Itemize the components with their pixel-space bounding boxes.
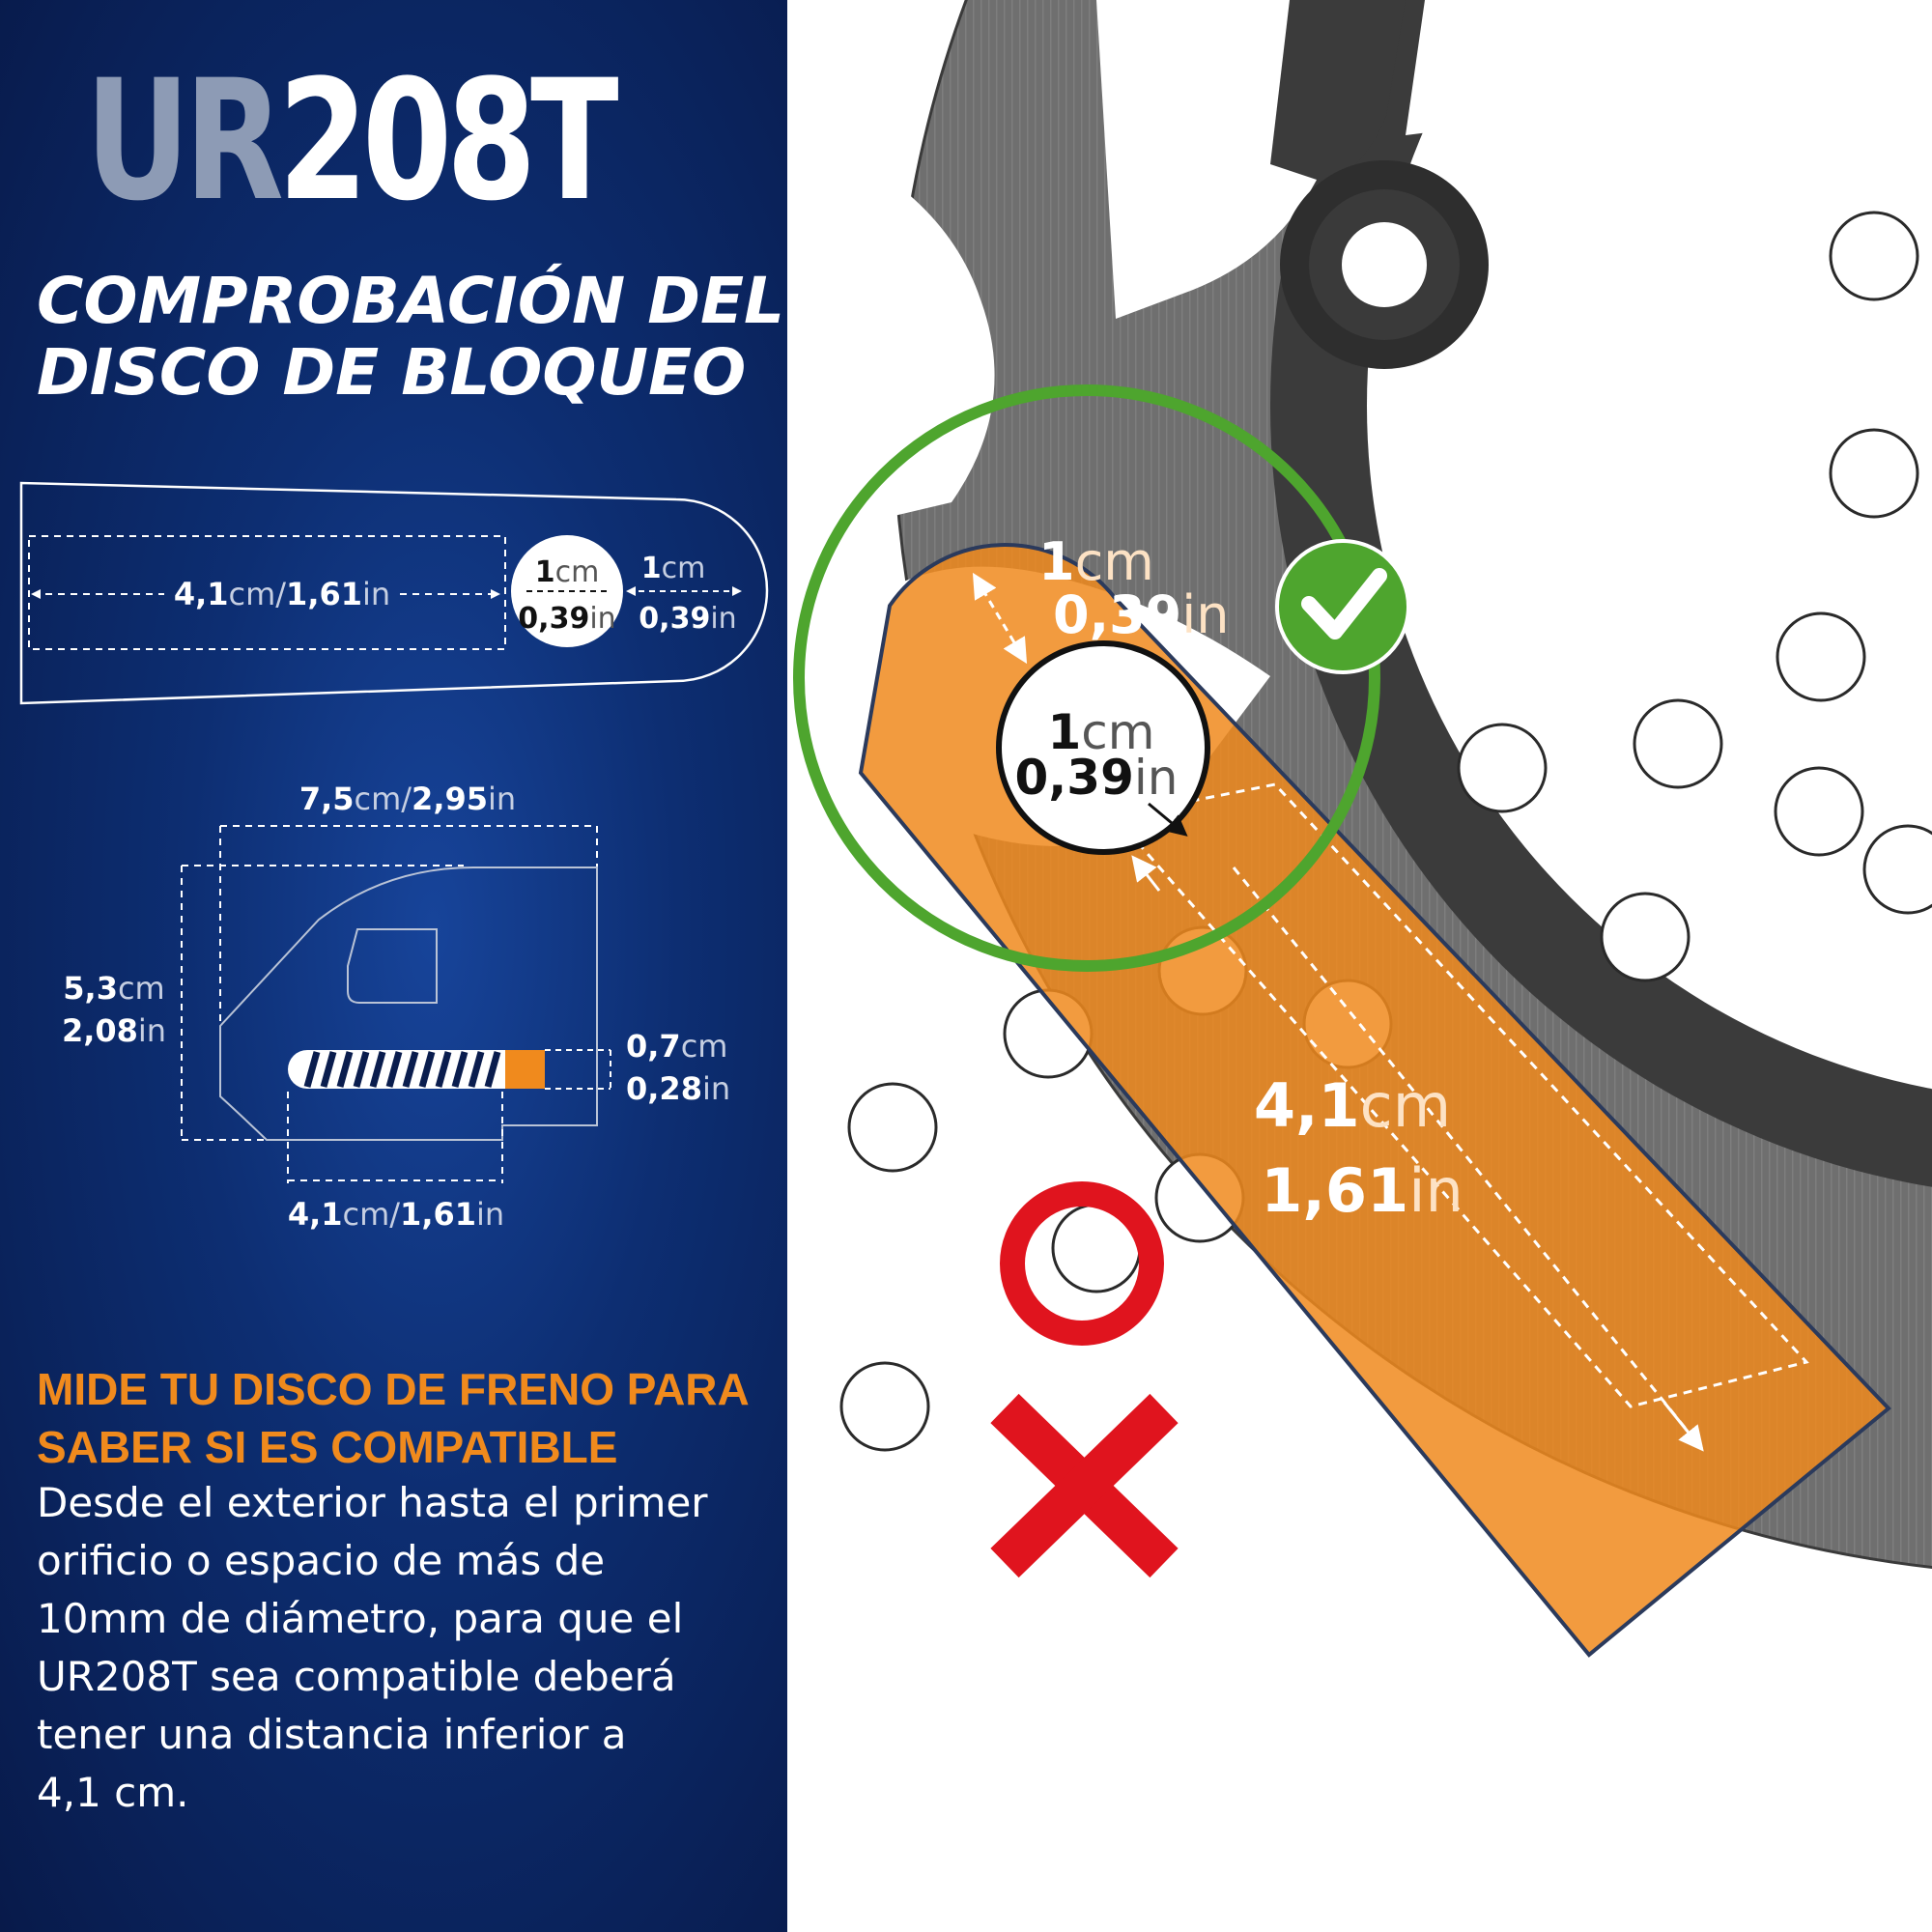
product-title: UR208T — [85, 58, 619, 224]
lock-height-cm-label: 5,3cm — [63, 970, 164, 1007]
overlay-tip-cm-label: 1cm — [1038, 531, 1154, 592]
cross-icon — [990, 1393, 1179, 1578]
correct-position-ring — [793, 384, 1380, 972]
headline-line-1: MIDE TU DISCO DE FRENO PARA — [37, 1364, 750, 1414]
lock-depth-label: 4,1cm/1,61in — [288, 1196, 504, 1233]
brake-disc-svg: 1cm 0,39in 4,1cm 1,61in 1cm 0,39in — [787, 0, 1932, 1658]
pin-hole-marker: 1cm 0,39in — [996, 640, 1210, 855]
overlay-length-in-label: 1,61in — [1261, 1155, 1463, 1226]
subtitle-line-2: DISCO DE BLOQUEO — [37, 335, 747, 410]
check-icon — [1275, 539, 1410, 674]
overlay-hole-in-label: 0,39in — [1015, 750, 1179, 806]
incorrect-hole-ring — [1000, 1181, 1164, 1346]
instruction-line-6: 4,1 cm. — [37, 1769, 189, 1816]
left-info-panel: UR208T COMPROBACIÓN DEL DISCO DE BLOQUEO… — [0, 0, 787, 1932]
overlay-length-cm-label: 4,1cm — [1254, 1070, 1451, 1141]
headline-line-2: SABER SI ES COMPATIBLE — [37, 1422, 618, 1472]
lock-body-outline — [219, 867, 598, 1141]
lock-height-in-label: 2,08in — [62, 1012, 166, 1049]
pin-tip-in-label: 0,39in — [639, 602, 736, 636]
instruction-line-1: Desde el exterior hasta el primer — [37, 1479, 708, 1526]
lock-width-label: 7,5cm/2,95in — [299, 781, 516, 817]
lock-dimension-diagram: 7,5cm/2,95in 5,3cm 2,08in — [62, 781, 730, 1233]
pin-hole-cm-label: 1cm — [535, 555, 600, 589]
lock-pin-stripes — [303, 1051, 501, 1088]
compatibility-headline: MIDE TU DISCO DE FRENO PARA SABER SI ES … — [37, 1360, 750, 1476]
brake-disc-illustration: 1cm 0,39in 4,1cm 1,61in 1cm 0,39in — [787, 0, 1932, 1932]
overlay-hole-cm-label: 1cm — [1048, 704, 1155, 760]
subtitle-line-1: COMPROBACIÓN DEL — [37, 264, 785, 338]
pin-dimension-diagram: 4,1cm/1,61in 1cm 0,39in 1cm 0,39in — [19, 481, 769, 705]
product-title-model: 208T — [277, 43, 619, 238]
pin-length-label: 4,1cm/1,61in — [174, 576, 390, 612]
pin-hole-in-label: 0,39in — [518, 602, 615, 636]
instruction-line-2: orificio o espacio de más de — [37, 1537, 606, 1584]
section-subtitle: COMPROBACIÓN DEL DISCO DE BLOQUEO — [37, 266, 784, 409]
instruction-line-4: UR208T sea compatible deberá — [37, 1653, 676, 1700]
lock-pin-tip — [505, 1050, 545, 1089]
lock-window-outline — [347, 928, 438, 1004]
product-title-prefix: UR — [85, 43, 284, 238]
lock-pin-in-label: 0,28in — [626, 1070, 730, 1107]
instruction-text: Desde el exterior hasta el primer orific… — [37, 1474, 771, 1822]
lock-pin-cm-label: 0,7cm — [626, 1028, 727, 1065]
instruction-line-5: tener una distancia inferior a — [37, 1711, 627, 1758]
instruction-line-3: 10mm de diámetro, para que el — [37, 1595, 684, 1642]
pin-tip-cm-label: 1cm — [641, 552, 706, 585]
technical-diagrams: 4,1cm/1,61in 1cm 0,39in 1cm 0,39in 7,5cm… — [19, 481, 769, 1233]
overlay-tip-in-label: 0,39in — [1053, 584, 1229, 645]
